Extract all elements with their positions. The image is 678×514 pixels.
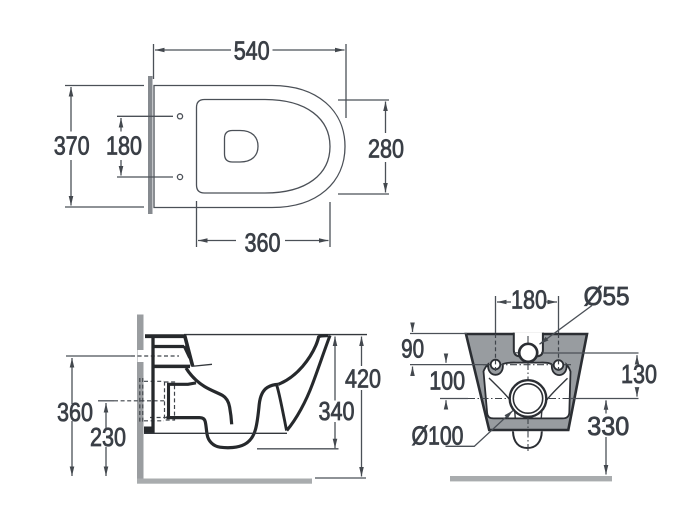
svg-text:340: 340 xyxy=(319,396,355,426)
svg-text:90: 90 xyxy=(401,334,424,364)
svg-text:360: 360 xyxy=(245,228,281,258)
svg-text:540: 540 xyxy=(234,35,270,65)
svg-text:130: 130 xyxy=(621,359,657,389)
svg-text:330: 330 xyxy=(587,411,629,441)
svg-text:280: 280 xyxy=(368,133,404,163)
svg-text:100: 100 xyxy=(429,365,465,395)
svg-text:180: 180 xyxy=(106,131,142,161)
svg-text:420: 420 xyxy=(345,363,381,393)
svg-text:180: 180 xyxy=(511,285,547,315)
svg-text:370: 370 xyxy=(54,131,90,161)
svg-text:360: 360 xyxy=(57,397,93,427)
svg-text:230: 230 xyxy=(90,422,126,452)
